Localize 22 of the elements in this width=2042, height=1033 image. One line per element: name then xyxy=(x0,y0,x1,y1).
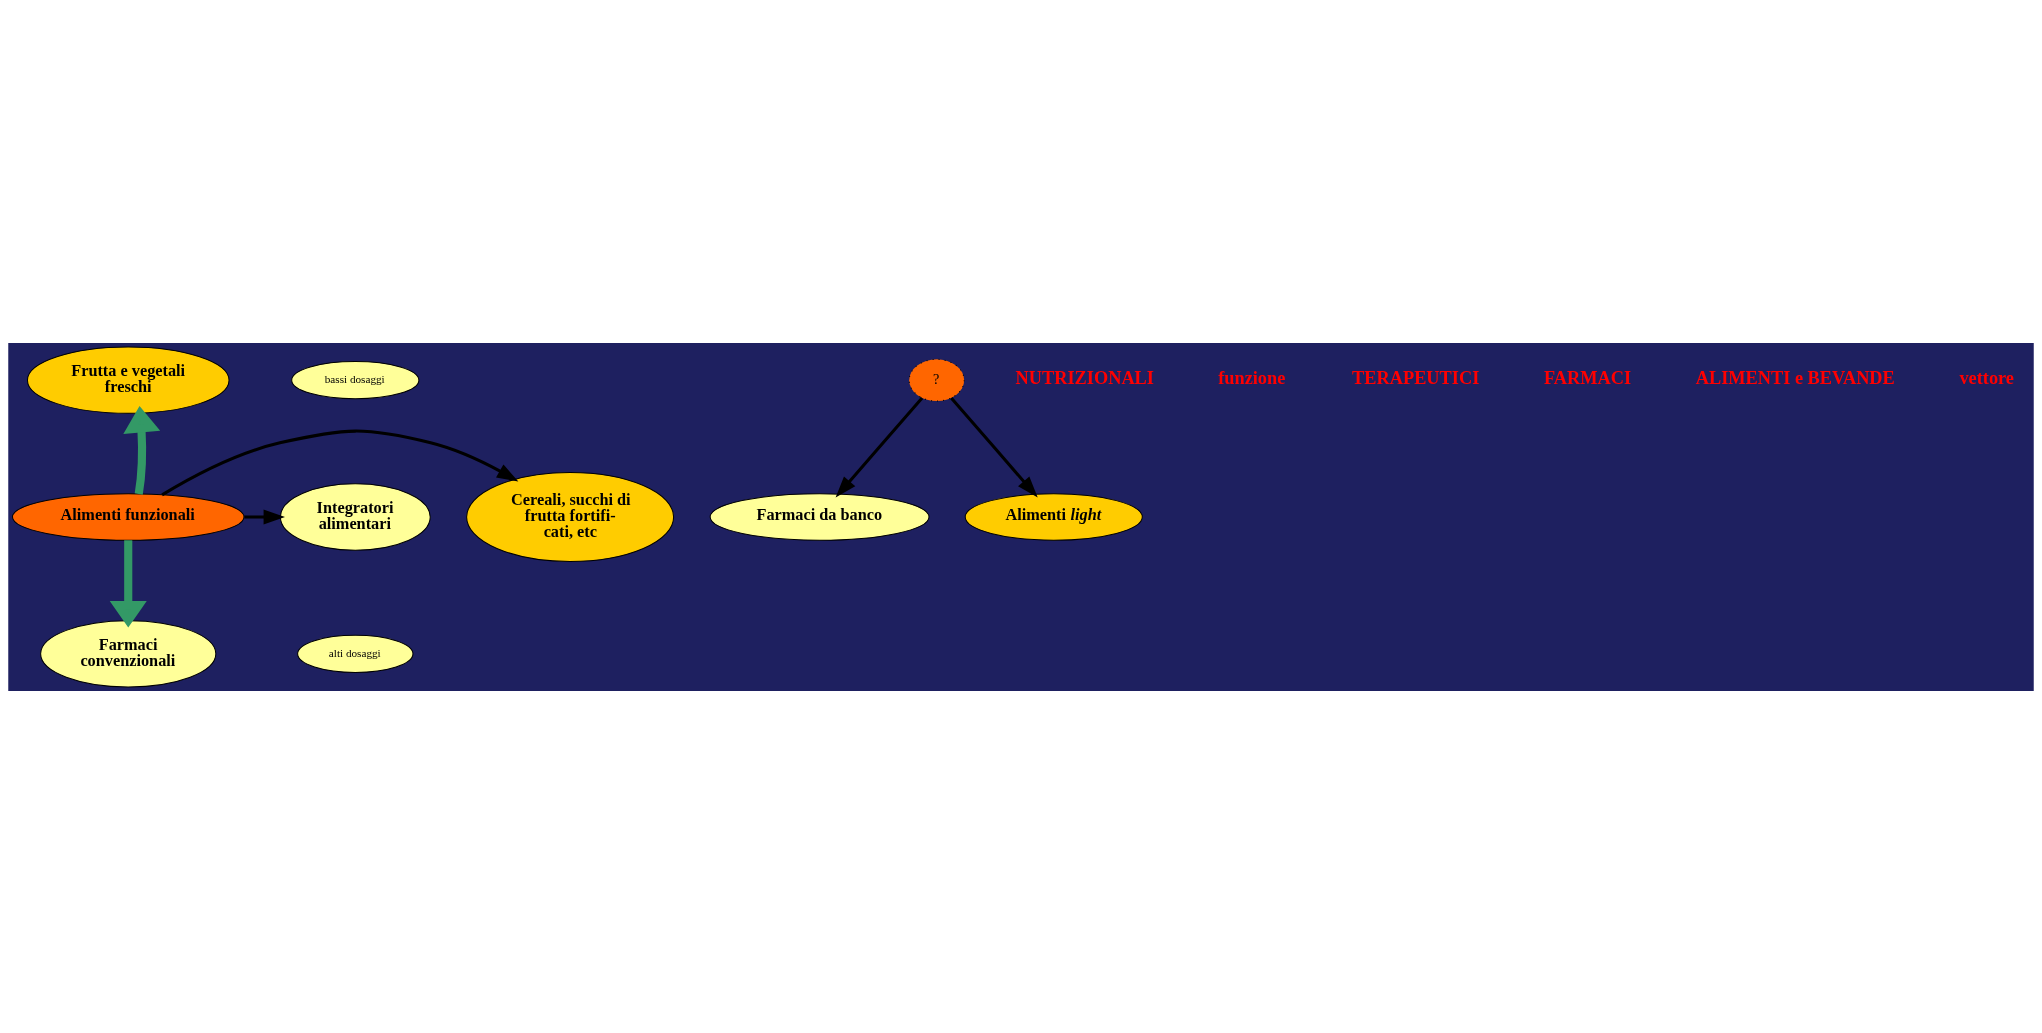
label: funzione xyxy=(1218,367,1286,388)
node-ellipse: Cereali, succhi di frutta fortifi- cati, etc xyxy=(466,471,675,562)
arrow xyxy=(123,405,161,495)
arrow xyxy=(109,539,147,627)
label: vettore xyxy=(1959,367,2014,388)
node-ellipse: alti dosaggi xyxy=(297,634,414,673)
node-ellipse: Farmaci da banco xyxy=(709,492,930,541)
node-ellipse: Alimenti light xyxy=(964,492,1143,541)
arrow xyxy=(950,396,1038,498)
node-ellipse: ? xyxy=(908,358,965,402)
label: ALIMENTI e BEVANDE xyxy=(1695,367,1895,388)
arrow xyxy=(161,429,519,496)
arrow xyxy=(835,396,924,498)
node-ellipse: Alimenti funzionali xyxy=(11,492,245,541)
arrow xyxy=(244,509,285,524)
label: NUTRIZIONALI xyxy=(1015,367,1154,388)
node-ellipse: Integratori alimentari xyxy=(279,482,431,551)
node-ellipse: Farmaci convenzionali xyxy=(40,619,217,687)
label: TERAPEUTICI xyxy=(1352,367,1480,388)
node-ellipse: Frutta e vegetali freschi xyxy=(26,346,230,414)
label: FARMACI xyxy=(1544,367,1632,388)
node-ellipse: bassi dosaggi xyxy=(291,360,420,399)
